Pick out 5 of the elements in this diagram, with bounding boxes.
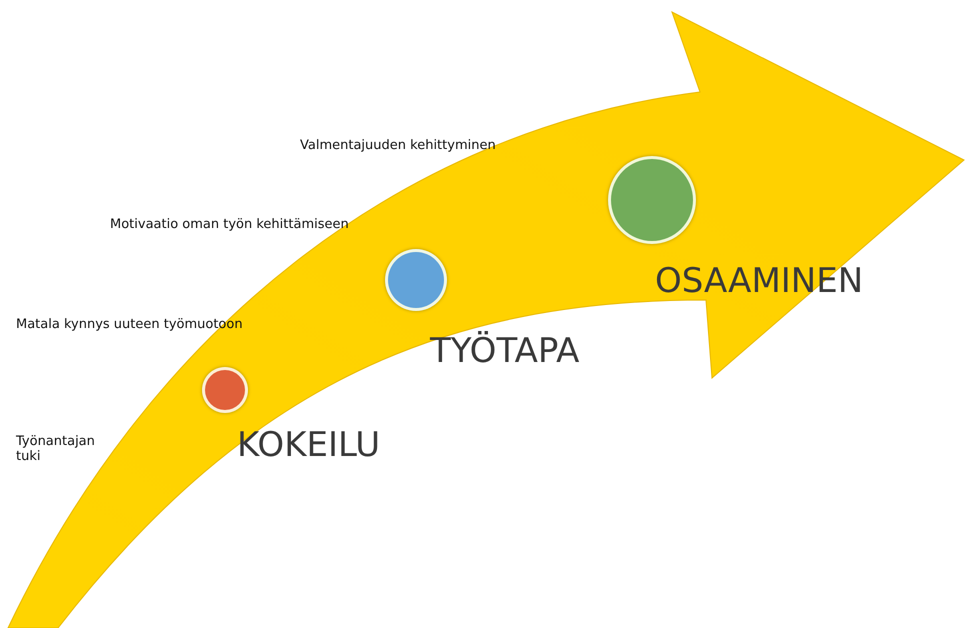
stage-label: TYÖTAPA bbox=[430, 332, 580, 370]
stage-label: KOKEILU bbox=[237, 426, 380, 464]
note-text: Motivaatio oman työn kehittämiseen bbox=[110, 217, 350, 232]
note-text: Työnantajan tuki bbox=[16, 434, 96, 464]
note-text: Valmentajuuden kehittyminen bbox=[300, 138, 497, 153]
